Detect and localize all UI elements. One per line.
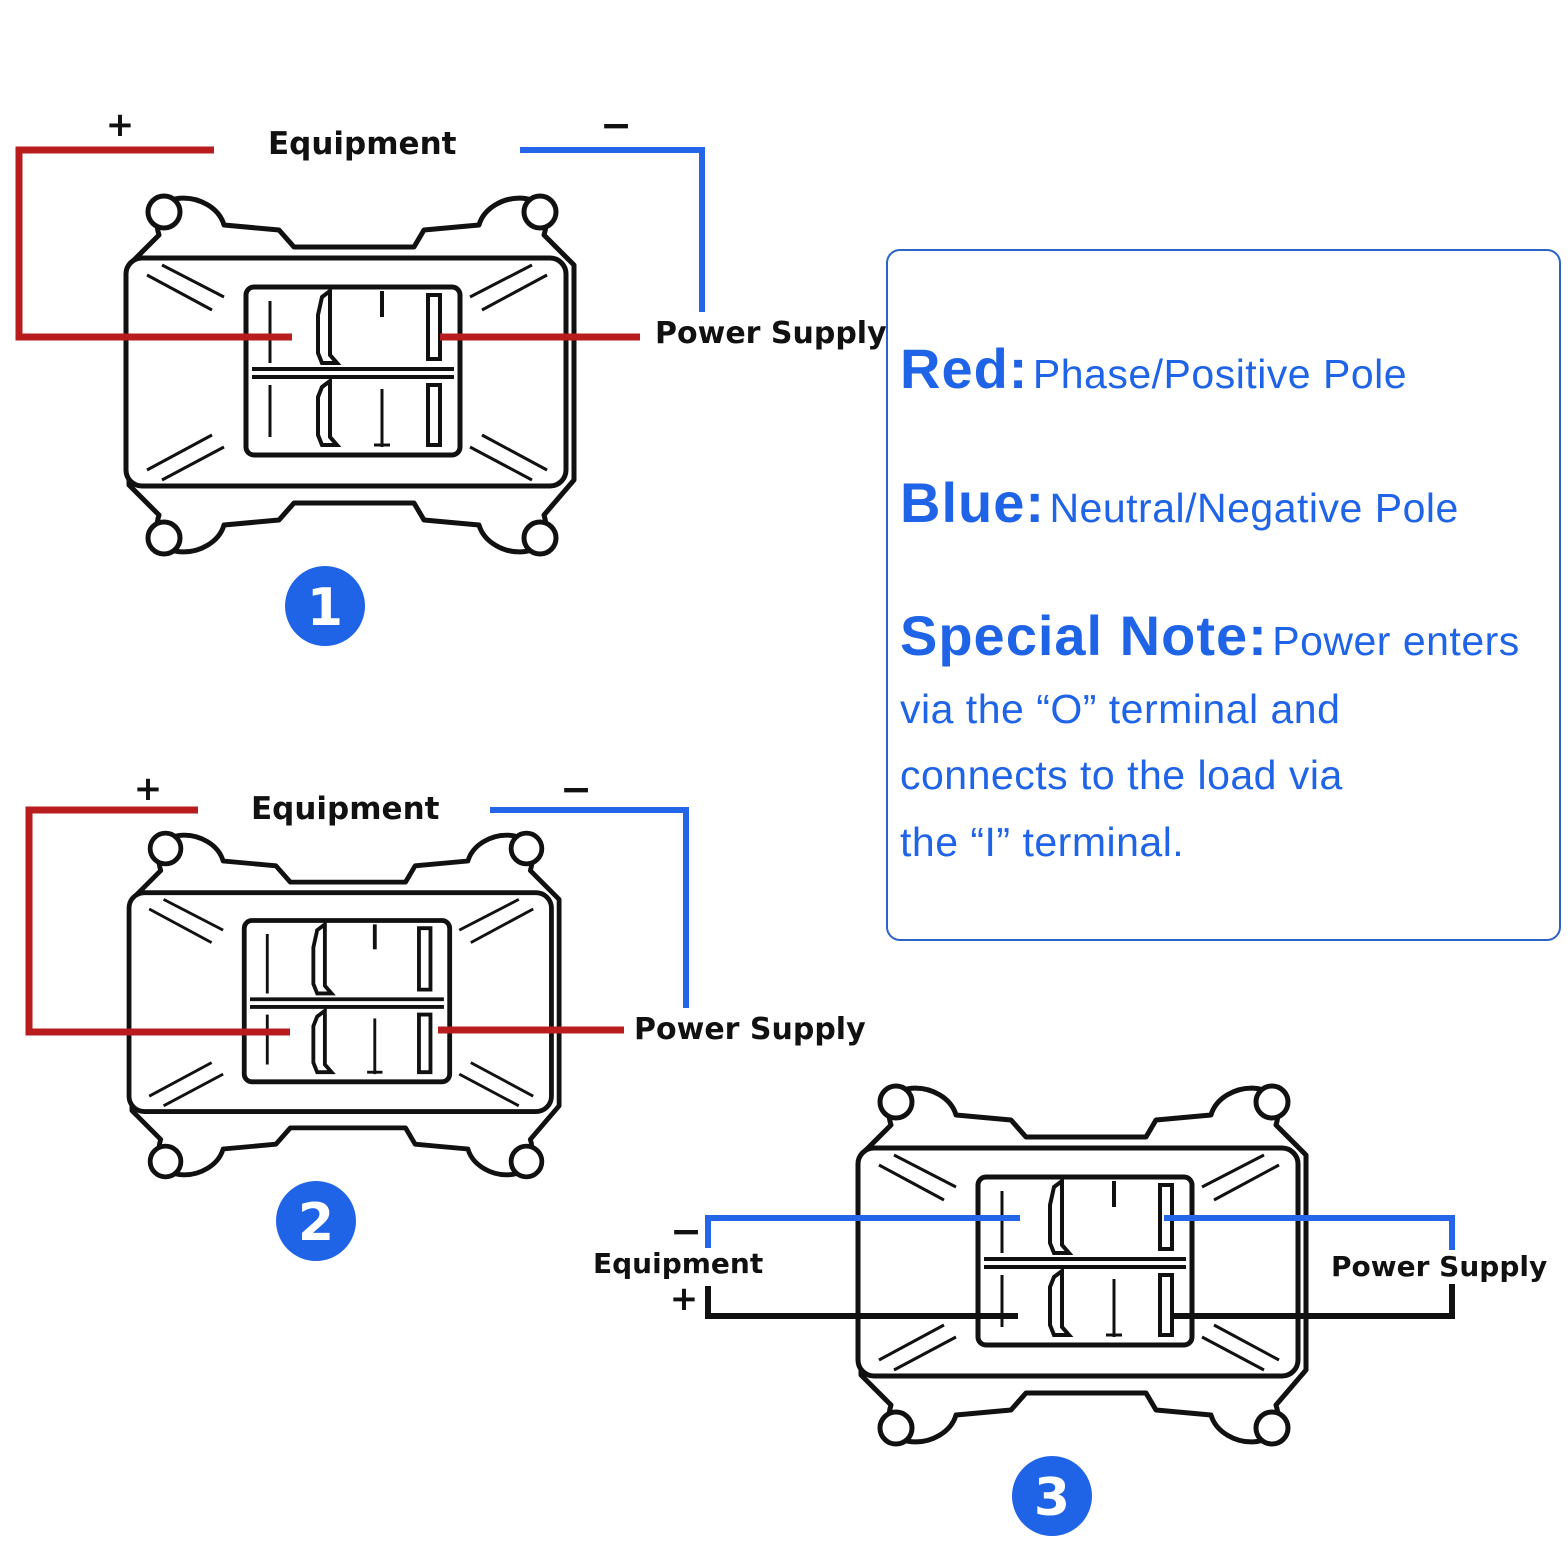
legend-red-key: Red: [900, 337, 1029, 400]
power-supply-label-2: Power Supply [634, 1012, 866, 1047]
red-wire-2 [25, 806, 290, 1036]
plus-sign-2: + [134, 769, 163, 809]
blue-wire-3-equipment [705, 1215, 1020, 1248]
badge-2 [276, 1181, 356, 1261]
legend-red-value: Phase/Positive Pole [1032, 351, 1408, 397]
rocker-switch-2 [129, 833, 559, 1177]
equipment-label-3: Equipment [593, 1247, 763, 1280]
legend-blue-key: Blue: [900, 471, 1045, 534]
blue-wire-3-supply [1164, 1215, 1455, 1250]
blue-wire-1 [520, 147, 705, 312]
red-wire-1 [15, 146, 292, 341]
legend-blue: Blue: Neutral/Negative Pole [900, 470, 1459, 535]
minus-sign-2: − [560, 767, 592, 811]
black-wire-3-supply [1172, 1284, 1455, 1319]
legend-note-line-1: Power enters [1272, 618, 1520, 664]
legend-note-line-2: via the “O” terminal and [900, 686, 1341, 732]
minus-sign-1: − [600, 103, 632, 147]
legend-note-key: Special Note: [900, 604, 1268, 667]
rocker-switch-1 [126, 196, 574, 554]
blue-wire-2 [490, 807, 689, 1008]
badge-number-1: 1 [307, 578, 343, 638]
legend-note: Special Note: Power enters [900, 603, 1520, 668]
plus-sign-3: + [670, 1279, 699, 1319]
badge-number-2: 2 [298, 1193, 334, 1253]
equipment-label-2: Equipment [251, 791, 440, 827]
legend-blue-value: Neutral/Negative Pole [1049, 485, 1459, 531]
legend-panel [886, 249, 1561, 941]
legend-note-line-3: connects to the load via [900, 752, 1343, 798]
diagram-3: − + Equipment Power Supply 3 [593, 1086, 1547, 1536]
equipment-label-1: Equipment [268, 126, 457, 162]
power-supply-label-1: Power Supply [655, 316, 887, 351]
diagram-1: + − Equipment Power Supply 1 [15, 103, 887, 646]
rocker-switch-3 [858, 1086, 1306, 1444]
legend-note-line-4: the “I” terminal. [900, 819, 1185, 865]
badge-number-3: 3 [1034, 1468, 1070, 1528]
badge-1 [285, 566, 365, 646]
badge-3 [1012, 1456, 1092, 1536]
plus-sign-1: + [106, 105, 135, 145]
power-supply-label-3: Power Supply [1331, 1250, 1547, 1283]
diagram-2: + − Equipment Power Supply 2 [25, 767, 866, 1261]
legend-red: Red: Phase/Positive Pole [900, 336, 1407, 401]
black-wire-3-equipment [705, 1286, 1018, 1319]
minus-sign-3: − [670, 1209, 702, 1253]
